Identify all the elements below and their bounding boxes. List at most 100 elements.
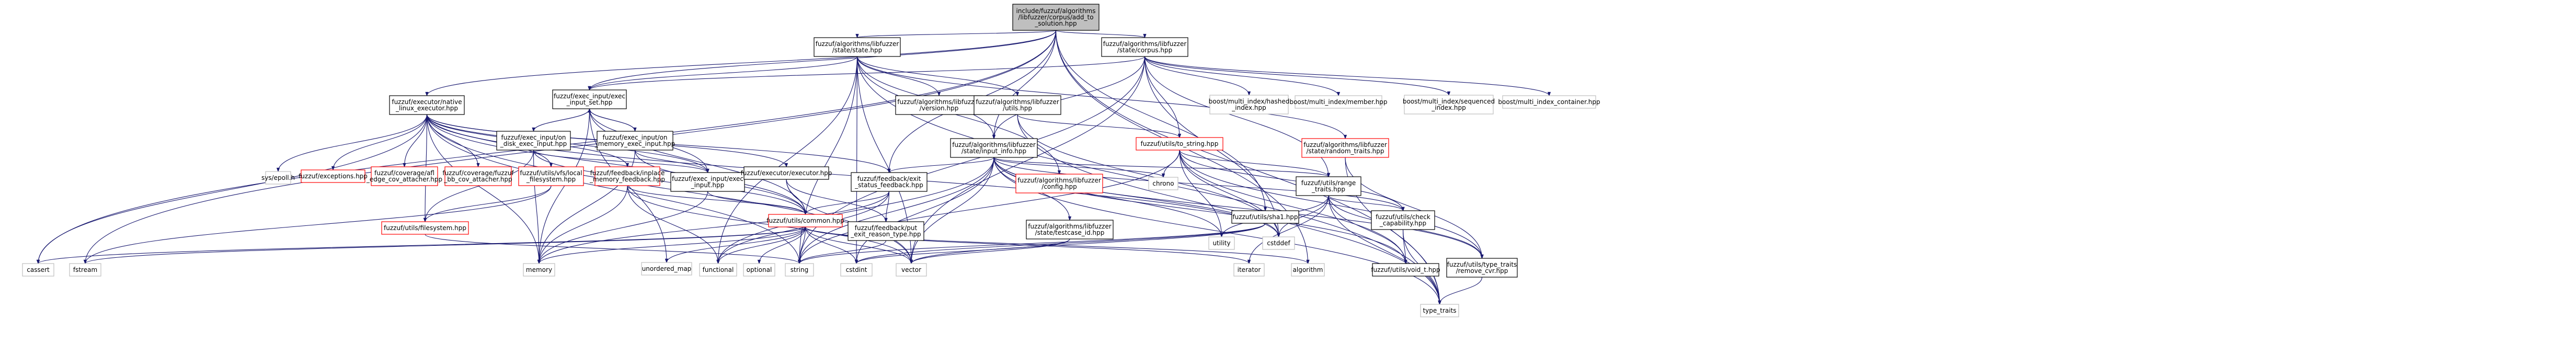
node-label: iterator: [1238, 266, 1261, 273]
edge-native-to-afl-edge: [403, 114, 428, 168]
node-label: chrono: [1152, 180, 1174, 187]
node-box: [389, 95, 465, 115]
node-box: [1502, 95, 1596, 109]
edge-state-to-lf-config: [856, 56, 1061, 175]
node-label: fuzzuf/algorithms/libfuzzer: [816, 40, 899, 48]
node-state[interactable]: fuzzuf/algorithms/libfuzzer/state/state.…: [814, 37, 901, 57]
edge-on-memory-to-exec-input-set: [588, 108, 636, 132]
node-label: algorithm: [1293, 266, 1323, 273]
node-to-string[interactable]: fuzzuf/utils/to_string.hpp: [1136, 137, 1223, 151]
node-label: fuzzuf/exec_input/on: [602, 134, 667, 141]
node-label: fuzzuf/utils/void_t.hpp: [1371, 266, 1440, 273]
node-range-traits[interactable]: fuzzuf/utils/range_traits.hpp: [1296, 176, 1361, 196]
edge-input-info-to-void-t: [993, 157, 1407, 265]
node-box: [848, 221, 924, 241]
node-box: [768, 214, 843, 227]
node-label: fuzzuf/algorithms/libfuzzer: [1028, 223, 1112, 230]
node-chrono: chrono: [1148, 177, 1178, 190]
node-version[interactable]: fuzzuf/algorithms/libfuzzer/version.hpp: [895, 95, 983, 115]
node-input-info[interactable]: fuzzuf/algorithms/libfuzzer/state/input_…: [950, 138, 1038, 158]
node-bmi-container: boost/multi_index_container.hpp: [1498, 95, 1600, 109]
node-inplace[interactable]: fuzzuf/feedback/inplace_memory_feedback.…: [589, 166, 665, 186]
node-label: _bb_cov_attacher.hpp: [443, 176, 512, 183]
node-executor[interactable]: fuzzuf/executor/executor.hpp: [741, 166, 832, 180]
node-label: fuzzuf/utils/check: [1376, 213, 1430, 221]
node-cstddef: cstddef: [1262, 236, 1295, 250]
node-cassert: cassert: [22, 263, 54, 277]
node-label: _index.hpp: [1431, 104, 1466, 111]
node-on-disk[interactable]: fuzzuf/exec_input/on_disk_exec_input.hpp: [496, 131, 571, 151]
node-remove-cvr[interactable]: fuzzuf/utils/type_traits/remove_cvr.hpp: [1446, 258, 1518, 278]
node-box: [1233, 263, 1265, 277]
edge-corpus-to-exec-input-set: [588, 56, 1146, 91]
node-sha1[interactable]: fuzzuf/utils/sha1.hpp: [1231, 210, 1299, 224]
node-box: [1148, 177, 1178, 190]
node-exec-input-set[interactable]: fuzzuf/exec_input/exec_input_set.hpp: [552, 89, 627, 109]
edge-common-to-iterator: [805, 226, 1251, 265]
node-box: [1209, 95, 1289, 115]
dependency-edges: [36, 30, 1551, 305]
node-corpus[interactable]: fuzzuf/algorithms/libfuzzer/state/corpus…: [1101, 37, 1188, 57]
edge-root-to-state: [855, 30, 1057, 39]
node-check-capability[interactable]: fuzzuf/utils/check_capability.hpp: [1371, 210, 1435, 230]
node-random-traits[interactable]: fuzzuf/algorithms/libfuzzer/state/random…: [1301, 138, 1389, 158]
edge-remove-cvr-to-type-traits: [1438, 277, 1483, 305]
node-label: fuzzuf/executor/executor.hpp: [741, 169, 832, 177]
node-type-traits: type_traits: [1420, 304, 1459, 317]
node-label: boost/multi_index/sequenced: [1403, 98, 1495, 105]
node-label: fuzzuf/utils/vfs/local: [520, 169, 582, 177]
edge-input-info-to-exit-status: [887, 157, 994, 174]
edge-vfs-local-to-filesystem: [423, 185, 552, 223]
node-label: sys/epoll.h: [261, 174, 295, 181]
node-box: [265, 171, 291, 185]
node-box: [22, 263, 54, 277]
node-label: fuzzuf/feedback/exit: [857, 175, 921, 182]
node-void-t[interactable]: fuzzuf/utils/void_t.hpp: [1371, 263, 1440, 277]
node-label: _input_set.hpp: [566, 99, 613, 106]
node-memory: memory: [523, 263, 555, 277]
node-label: fuzzuf/algorithms/libfuzzer: [897, 98, 981, 106]
node-label: _edge_cov_attacher.hpp: [366, 176, 442, 183]
node-label: optional: [747, 266, 772, 273]
edge-common-to-cstdint: [805, 226, 858, 265]
node-box: [371, 166, 438, 186]
node-label: vector: [901, 266, 921, 273]
edge-corpus-to-input-info: [992, 56, 1146, 140]
node-box: [1208, 236, 1235, 250]
node-exit-status[interactable]: fuzzuf/feedback/exit_status_feedback.hpp: [851, 172, 928, 192]
node-box: [1301, 138, 1389, 158]
node-label: functional: [703, 266, 734, 273]
node-exceptions[interactable]: fuzzuf/exceptions.hpp: [299, 169, 368, 183]
node-filesystem[interactable]: fuzzuf/utils/filesystem.hpp: [381, 221, 469, 235]
node-native[interactable]: fuzzuf/executor/native_linux_executor.hp…: [389, 95, 465, 115]
edge-input-info-to-range-traits: [993, 157, 1331, 178]
node-box: [743, 166, 829, 180]
node-common[interactable]: fuzzuf/utils/common.hpp: [766, 214, 844, 227]
node-testcase-id[interactable]: fuzzuf/algorithms/libfuzzer/state/testca…: [1026, 220, 1114, 239]
edge-input-info-to-chrono: [993, 157, 1165, 178]
edge-common-to-optional: [757, 226, 806, 265]
node-lf-utils[interactable]: fuzzuf/algorithms/libfuzzer/utils.hpp: [974, 95, 1061, 115]
node-box: [1262, 236, 1295, 250]
node-box: [670, 172, 745, 192]
node-vfs-local[interactable]: fuzzuf/utils/vfs/local_filesystem.hpp: [518, 166, 584, 186]
node-root[interactable]: include/fuzzuf/algorithms/libfuzzer/corp…: [1012, 4, 1100, 31]
node-box: [785, 263, 814, 277]
node-utility: utility: [1208, 236, 1235, 250]
node-put-exit[interactable]: fuzzuf/feedback/put_exit_reason_type.hpp: [848, 221, 924, 241]
node-on-memory[interactable]: fuzzuf/exec_input/on_memory_exec_input.h…: [594, 131, 676, 151]
node-box: [523, 263, 555, 277]
node-box: [743, 263, 775, 277]
node-exec-input[interactable]: fuzzuf/exec_input/exec_input.hpp: [670, 172, 745, 192]
node-afl-edge[interactable]: fuzzuf/coverage/afl_edge_cov_attacher.hp…: [366, 166, 442, 186]
edge-exec-input-to-memory: [537, 191, 708, 265]
node-lf-config[interactable]: fuzzuf/algorithms/libfuzzer/config.hpp: [1015, 174, 1103, 193]
node-label: fuzzuf/utils/range: [1301, 179, 1356, 187]
edge-on-disk-to-exec-input-set: [533, 108, 591, 132]
node-optional: optional: [743, 263, 775, 277]
edge-root-to-native: [425, 30, 1057, 97]
node-box: [301, 169, 365, 183]
edge-state-to-random-traits: [856, 56, 1347, 140]
node-fuzzuf-bb[interactable]: fuzzuf/coverage/fuzzuf_bb_cov_attacher.h…: [442, 166, 514, 186]
